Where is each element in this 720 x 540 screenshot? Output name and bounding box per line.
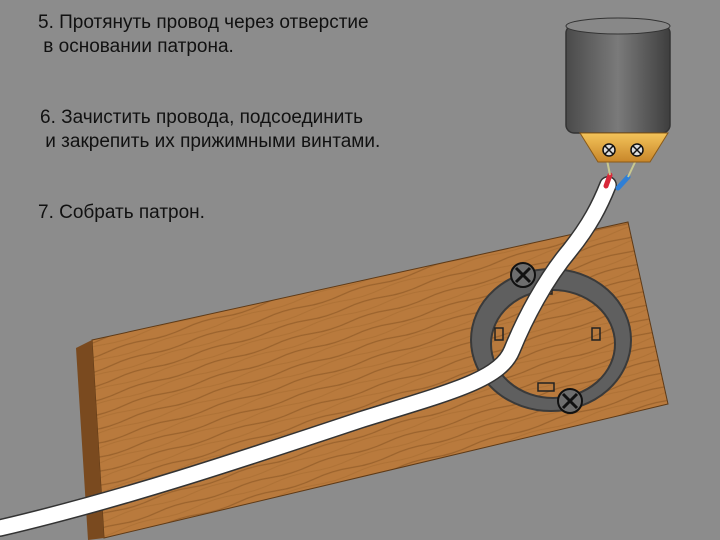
- terminal-screw-icon: [630, 143, 644, 157]
- base-notch: [591, 327, 601, 341]
- step-5-text: 5. Протянуть провод через отверстие в ос…: [38, 12, 369, 57]
- step-6-text: 6. Зачистить провода, подсоединить и зак…: [40, 107, 381, 152]
- step-7-text: 7. Собрать патрон.: [38, 202, 205, 223]
- base-notch: [494, 327, 504, 341]
- cable: [0, 176, 617, 537]
- blue-lead: [615, 174, 631, 191]
- screw-icon: [557, 388, 583, 414]
- base-notch: [537, 382, 555, 392]
- red-lead: [603, 172, 613, 189]
- lamp-socket: [565, 17, 671, 163]
- board-edge: [76, 340, 104, 540]
- bare-conductor: [627, 159, 637, 178]
- terminal-screw-icon: [602, 143, 616, 157]
- screw-icon: [510, 262, 536, 288]
- stripped-wires: [603, 159, 637, 191]
